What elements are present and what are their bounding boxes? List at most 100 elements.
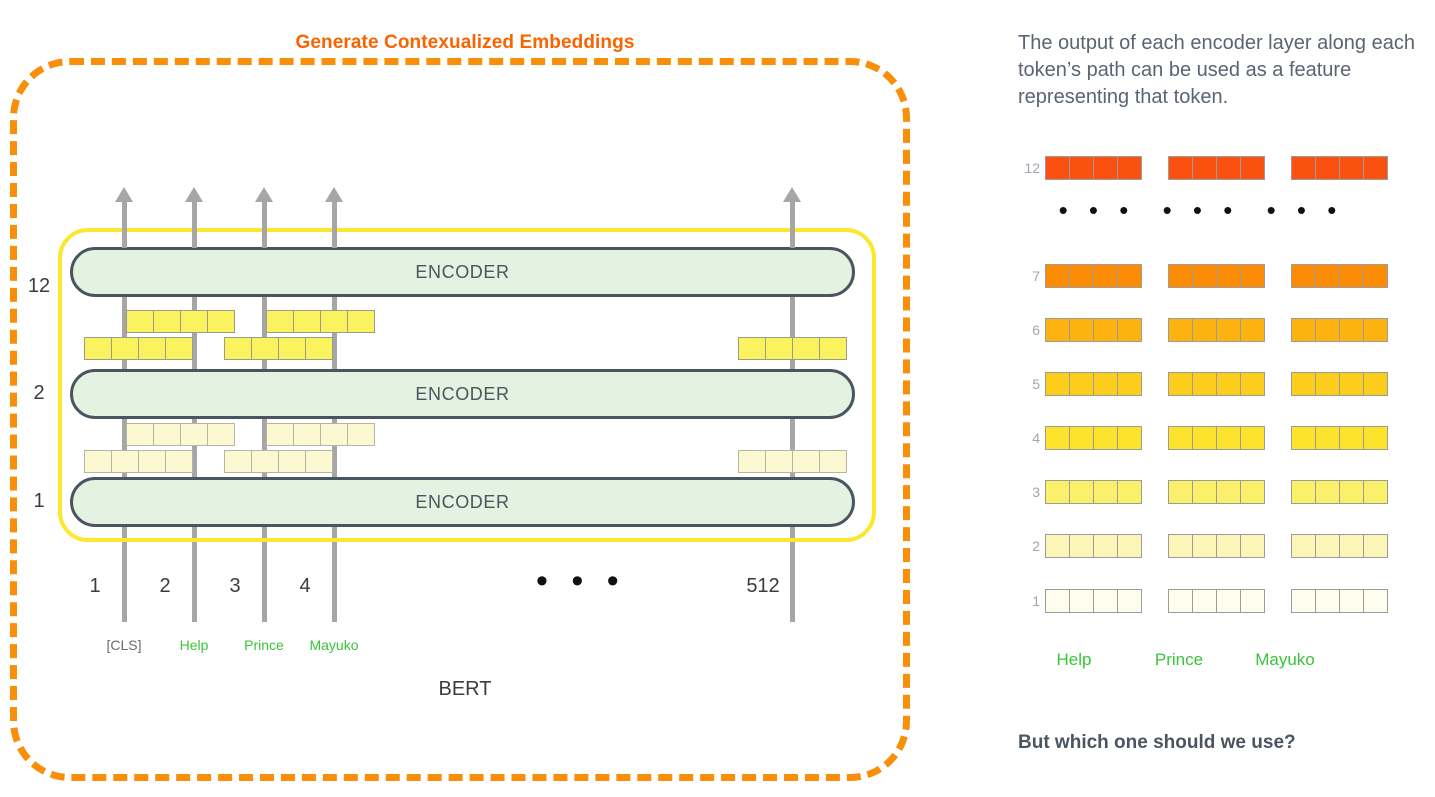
feature-question: But which one should we use? (1018, 732, 1296, 753)
feature-caption: The output of each encoder layer along e… (1018, 32, 1415, 108)
bert-diagram-panel: Generate Contexualized Embeddings ENCODE… (10, 32, 910, 781)
feature-strip-prince-layer-4[interactable] (1168, 426, 1265, 450)
vector-cell (179, 423, 208, 446)
feature-strip-mayuko-layer-6[interactable] (1291, 318, 1388, 342)
vector-cell (179, 310, 208, 333)
layer-row-12[interactable]: 12 (1018, 156, 1388, 180)
feature-strip-prince-layer-2[interactable] (1168, 534, 1265, 558)
feature-strip-mayuko-layer-12[interactable] (1291, 156, 1388, 180)
feature-strip-help-layer-1[interactable] (1045, 589, 1142, 613)
feature-cell (1117, 480, 1142, 504)
layer-row-label-12: 12 (1024, 160, 1040, 176)
feature-strip-mayuko-layer-4[interactable] (1291, 426, 1388, 450)
layer-row-label-3: 3 (1032, 484, 1040, 500)
vector-cell (304, 337, 333, 360)
feature-cell (1093, 156, 1118, 180)
feature-strip-help-layer-7[interactable] (1045, 264, 1142, 288)
encoder-block-12[interactable]: ENCODER (70, 247, 855, 297)
vector-cell (292, 310, 321, 333)
token-word-help: Help (179, 637, 209, 653)
vector-cell (319, 310, 348, 333)
vector-cell (206, 423, 235, 446)
encoder-label: ENCODER (415, 491, 510, 512)
feature-cell (1045, 426, 1070, 450)
layer-row-strips (1045, 264, 1388, 288)
layer-row-strips (1045, 480, 1388, 504)
output-arrow-3 (254, 187, 273, 248)
layer-ellipsis-help: • • • (1058, 195, 1136, 225)
layer-ellipsis-mayuko: • • • (1266, 195, 1344, 225)
layer-row-label-5: 5 (1032, 376, 1040, 392)
layer-row-7[interactable]: 7 (1018, 264, 1388, 288)
feature-cell (1315, 480, 1340, 504)
hidden-vector-token-1-slot-1 (83, 337, 193, 360)
token-index-1: 1 (89, 575, 101, 597)
feature-cell (1069, 264, 1094, 288)
feature-strip-prince-layer-1[interactable] (1168, 589, 1265, 613)
feature-strip-help-layer-12[interactable] (1045, 156, 1142, 180)
vector-cell (137, 337, 166, 360)
feature-strip-help-layer-5[interactable] (1045, 372, 1142, 396)
feature-cell (1240, 318, 1265, 342)
vector-cell (164, 337, 193, 360)
feature-strip-prince-layer-5[interactable] (1168, 372, 1265, 396)
layer-ellipsis-prince: • • • (1162, 195, 1240, 225)
feature-strip-mayuko-layer-3[interactable] (1291, 480, 1388, 504)
feature-strip-mayuko-layer-5[interactable] (1291, 372, 1388, 396)
layer-row-label-6: 6 (1032, 322, 1040, 338)
feature-cell (1192, 264, 1217, 288)
vector-cell (223, 337, 252, 360)
hidden-vector-token-2-slot-2 (125, 423, 235, 446)
feature-cell (1291, 589, 1316, 613)
feature-strip-mayuko-layer-2[interactable] (1291, 534, 1388, 558)
feature-cell (1240, 534, 1265, 558)
feature-cell (1192, 318, 1217, 342)
output-arrow-2 (184, 187, 203, 248)
feature-cell (1240, 264, 1265, 288)
feature-strip-help-layer-2[interactable] (1045, 534, 1142, 558)
feature-cell (1117, 156, 1142, 180)
feature-cell (1339, 156, 1364, 180)
token-word-cls: [CLS] (106, 637, 142, 653)
feature-cell (1363, 480, 1388, 504)
feature-strip-mayuko-layer-1[interactable] (1291, 589, 1388, 613)
layer-row-2[interactable]: 2 (1018, 534, 1388, 558)
layer-row-5[interactable]: 5 (1018, 372, 1388, 396)
layer-row-3[interactable]: 3 (1018, 480, 1388, 504)
encoder-block-2[interactable]: ENCODER (70, 369, 855, 419)
feature-cell (1216, 156, 1241, 180)
feature-strip-help-layer-3[interactable] (1045, 480, 1142, 504)
feature-cell (1216, 264, 1241, 288)
token-path-1 (121, 228, 127, 622)
encoder-stack-highlight (58, 228, 876, 542)
feature-cell (1093, 589, 1118, 613)
feature-cell (1117, 372, 1142, 396)
feature-cell (1117, 534, 1142, 558)
encoder-block-1[interactable]: ENCODER (70, 477, 855, 527)
layer-row-6[interactable]: 6 (1018, 318, 1388, 342)
feature-cell (1069, 480, 1094, 504)
feature-cell (1117, 426, 1142, 450)
feature-cell (1069, 318, 1094, 342)
vector-cell (110, 450, 139, 473)
feature-strip-prince-layer-7[interactable] (1168, 264, 1265, 288)
layer-row-4[interactable]: 4 (1018, 426, 1388, 450)
feature-cell (1192, 589, 1217, 613)
feature-cell (1339, 318, 1364, 342)
hidden-vector-token-4-slot-2 (265, 423, 375, 446)
vector-cell (137, 450, 166, 473)
feature-strip-help-layer-4[interactable] (1045, 426, 1142, 450)
layer-row-1[interactable]: 1 (1018, 589, 1388, 613)
feature-strip-prince-layer-12[interactable] (1168, 156, 1265, 180)
feature-cell (1363, 426, 1388, 450)
vector-cell (265, 423, 294, 446)
token-index-4: 4 (299, 575, 311, 597)
feature-strip-help-layer-6[interactable] (1045, 318, 1142, 342)
feature-strip-prince-layer-6[interactable] (1168, 318, 1265, 342)
token-word-prince: Prince (244, 637, 284, 653)
feature-cell (1093, 534, 1118, 558)
feature-strip-mayuko-layer-7[interactable] (1291, 264, 1388, 288)
vector-cell (125, 310, 154, 333)
feature-cell (1168, 534, 1193, 558)
feature-strip-prince-layer-3[interactable] (1168, 480, 1265, 504)
